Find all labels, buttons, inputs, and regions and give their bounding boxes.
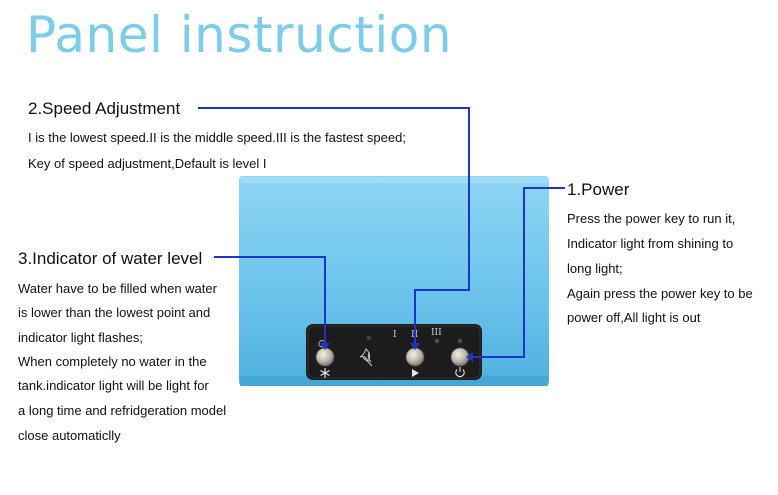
water-level-button[interactable] bbox=[315, 347, 335, 367]
speed-led-1-icon bbox=[434, 338, 440, 344]
water-leader-arrow bbox=[320, 343, 330, 350]
water-line-4: When completely no water in the bbox=[18, 354, 207, 369]
power-leader-line bbox=[470, 187, 565, 358]
fan-icon bbox=[359, 347, 373, 367]
speed-line-2: Key of speed adjustment,Default is level… bbox=[28, 156, 267, 171]
control-panel bbox=[306, 324, 482, 380]
water-led-icon bbox=[366, 335, 372, 341]
power-line-4: Again press the power key to be bbox=[567, 286, 753, 301]
power-line-3: long light; bbox=[567, 261, 623, 276]
water-line-1: Water have to be filled when water bbox=[18, 281, 217, 296]
speed-heading: 2.Speed Adjustment bbox=[28, 99, 181, 118]
water-line-2: is lower than the lowest point and bbox=[18, 305, 211, 320]
power-line-2: Indicator light from shining to bbox=[567, 236, 734, 251]
power-line-1: Press the power key to run it, bbox=[567, 211, 736, 226]
speed-leader-arrow bbox=[410, 343, 420, 350]
water-line-6: a long time and refridgeration model bbox=[18, 403, 227, 418]
power-leader-arrow bbox=[466, 352, 473, 362]
speed-button[interactable] bbox=[405, 347, 425, 367]
water-line-7: close automaticlly bbox=[18, 428, 121, 443]
speed-led-3-icon bbox=[457, 338, 463, 344]
power-line-5: power off,All light is out bbox=[567, 310, 701, 325]
power-heading: 1.Power bbox=[567, 180, 630, 199]
speed-mark-3: III bbox=[431, 328, 442, 338]
speed-mark-1: I bbox=[393, 330, 397, 340]
power-icon bbox=[455, 367, 465, 378]
water-heading: 3.Indicator of water level bbox=[18, 249, 203, 268]
speed-line-1: I is the lowest speed.II is the middle s… bbox=[28, 130, 406, 145]
page-title: Panel instruction bbox=[26, 6, 453, 64]
water-line-5: tank.indicator light will be light for bbox=[18, 378, 209, 393]
water-line-3: indicator light flashes; bbox=[18, 330, 144, 345]
water-leader-line bbox=[214, 256, 326, 347]
speed-leader-line bbox=[198, 107, 470, 347]
snowflake-icon bbox=[320, 368, 330, 378]
play-icon bbox=[412, 369, 419, 377]
